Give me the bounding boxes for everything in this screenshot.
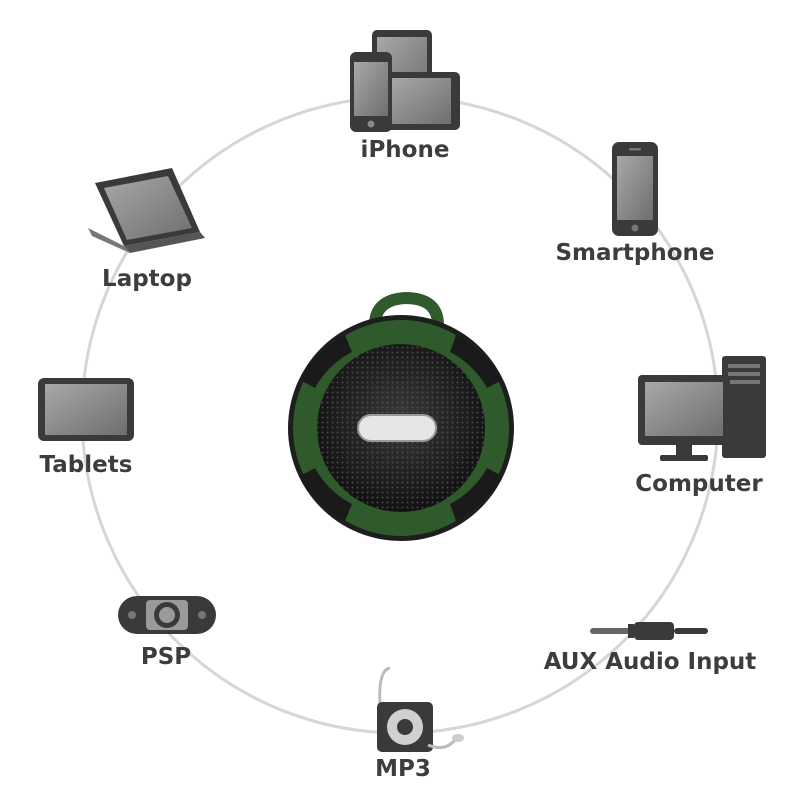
label-mp3: MP3 — [375, 756, 431, 782]
tablet-icon — [38, 378, 134, 441]
desktop-computer-icon — [638, 356, 766, 461]
label-aux-audio-input: AUX Audio Input — [543, 649, 757, 675]
laptop-icon — [88, 168, 205, 253]
label-psp: PSP — [140, 644, 192, 670]
smartphone-icon — [612, 142, 658, 236]
label-smartphone: Smartphone — [555, 240, 715, 266]
label-computer: Computer — [635, 471, 763, 497]
psp-icon — [118, 596, 216, 634]
label-tablets: Tablets — [39, 452, 133, 478]
phones-tablets-icon — [350, 30, 460, 132]
bluetooth-speaker-icon — [288, 291, 514, 541]
label-iphone: iPhone — [360, 137, 450, 163]
mp3-player-icon — [377, 666, 464, 752]
audio-jack-icon — [590, 622, 708, 640]
label-laptop: Laptop — [102, 266, 192, 292]
